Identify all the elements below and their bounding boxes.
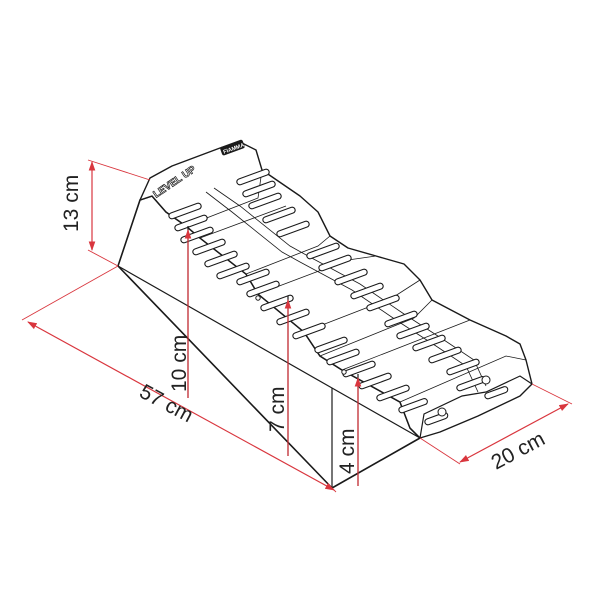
label-4cm: 4 cm xyxy=(336,428,359,474)
label-10cm: 10 cm xyxy=(168,335,191,392)
ramp-front-edge xyxy=(419,375,533,439)
dimension-step-mid: 7 cm xyxy=(266,296,292,456)
dimension-step-low: 4 cm xyxy=(336,374,362,486)
dimension-height-rear: 13 cm xyxy=(60,159,151,267)
ramp-body: LEVEL UP FIAMMA xyxy=(117,139,533,489)
dimension-step-high: 10 cm xyxy=(168,226,192,398)
ramp-grip-slots xyxy=(168,168,509,426)
label-20cm: 20 cm xyxy=(488,427,549,474)
label-7cm: 7 cm xyxy=(266,386,289,432)
label-13cm: 13 cm xyxy=(60,175,83,232)
